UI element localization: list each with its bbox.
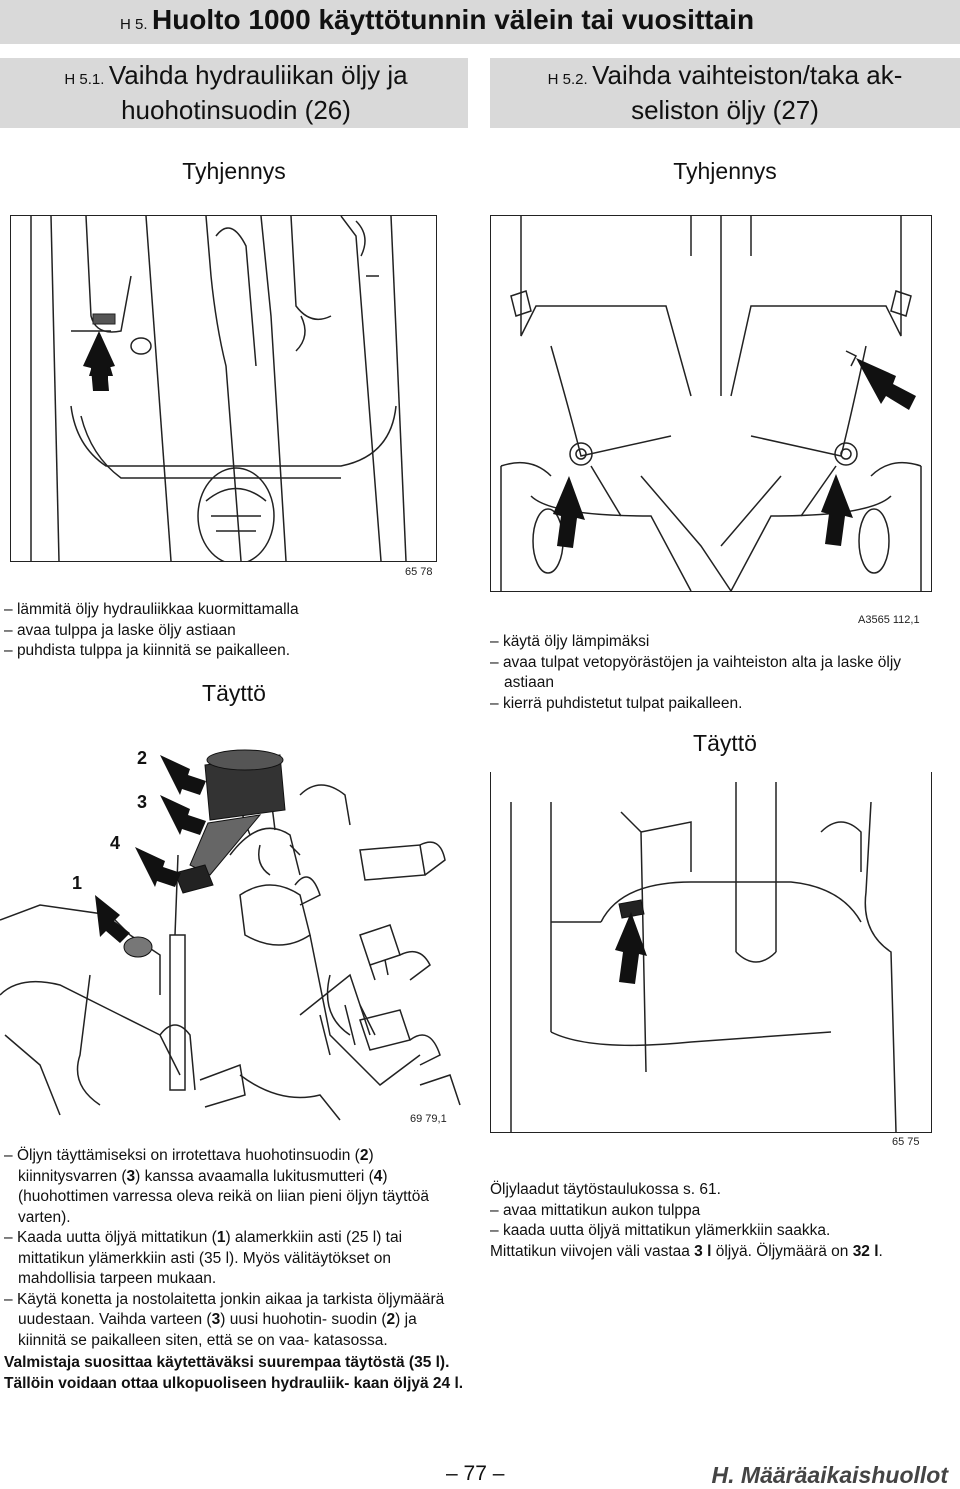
- right-fill-step: – kaada uutta öljyä mittatikun ylämerkki…: [490, 1222, 831, 1239]
- right-section-bar: [490, 58, 960, 128]
- right-section-prefix: H 5.2.: [547, 71, 588, 88]
- hydraulic-fill-illustration: 2 3 4 1: [0, 735, 470, 1125]
- left-drain-fig-code: 65 78: [405, 566, 433, 578]
- right-drain-steps: – käytä öljy lämpimäksi – avaa tulpat ve…: [490, 632, 945, 714]
- text: ) uusi huohotin- suodin (: [220, 1311, 387, 1328]
- left-drain-steps: – lämmitä öljy hydrauliikkaa kuormittama…: [4, 600, 464, 662]
- page-header-bar: [0, 0, 960, 44]
- left-fill-step: – Öljyn täyttämiseksi on irrotettava huo…: [4, 1147, 429, 1226]
- text: avaa mittatikun aukon tulppa: [502, 1201, 701, 1219]
- dipstick-note: Mittatikun viivojen väli vastaa 3 l öljy…: [490, 1242, 950, 1263]
- page-number: – 77 –: [446, 1462, 505, 1485]
- right-drain-step: – avaa tulpat vetopyörästöjen ja vaihtei…: [490, 653, 902, 692]
- page-title: Huolto 1000 käyttötunnin välein tai vuos…: [151, 4, 755, 35]
- hydraulic-fill-drawing: [0, 749, 461, 1121]
- left-title-line2: huohotinsuodin (26): [121, 95, 351, 125]
- header-prefix: H 5.: [120, 16, 148, 33]
- left-drain-heading: Tyhjennys: [182, 158, 286, 184]
- oil-grades-note: Öljylaadut täytöstaulukossa s. 61.: [490, 1181, 721, 1198]
- right-drain-step-text: käytä öljy lämpimäksi: [502, 633, 650, 650]
- text: Öljyn täyttämiseksi on irrotettava huoho…: [16, 1147, 360, 1164]
- right-section-title: H 5.2. Vaihda vaihteiston/taka ak- selis…: [492, 60, 958, 130]
- text: Käytä konetta ja nostolaitetta jonkin ai…: [16, 1290, 445, 1329]
- page-number-value: 77: [463, 1462, 487, 1485]
- left-fill-fig-code: 69 79,1: [410, 1113, 447, 1125]
- right-fill-text: Öljylaadut täytöstaulukossa s. 61. – ava…: [490, 1180, 950, 1262]
- volume: 3 l: [694, 1242, 712, 1260]
- left-title-line1: Vaihda hydrauliikan öljy ja: [108, 60, 408, 90]
- transmission-drain-drawing: [500, 216, 922, 591]
- left-section-bar: [0, 58, 468, 128]
- text: ) kiinnitysvarren (: [18, 1147, 374, 1185]
- transmission-drain-illustration: [490, 215, 932, 592]
- left-fill-steps: – Öljyn täyttämiseksi on irrotettava huo…: [4, 1146, 464, 1394]
- transmission-fill-drawing: [510, 782, 897, 1132]
- text: Mittatikun viivojen väli vastaa: [490, 1242, 695, 1260]
- right-drain-step-text: kierrä puhdistetut tulpat paikalleen.: [502, 694, 743, 712]
- callout-2: 2: [136, 748, 147, 768]
- callout-4: 4: [109, 833, 120, 853]
- right-title-line1: Vaihda vaihteiston/taka ak-: [592, 60, 903, 90]
- left-drain-step-text: puhdista tulppa ja kiinnitä se paikallee…: [16, 642, 291, 659]
- left-section-title: H 5.1. Vaihda hydrauliikan öljy ja huoho…: [6, 60, 466, 130]
- callout-3: 3: [136, 792, 147, 812]
- left-drain-step: – lämmitä öljy hydrauliikkaa kuormittama…: [4, 601, 299, 618]
- ref-number: 2: [359, 1147, 369, 1164]
- right-drain-heading: Tyhjennys: [673, 158, 777, 184]
- recommendation: Valmistaja suosittaa käytettäväksi suure…: [4, 1354, 464, 1392]
- right-drain-step: – käytä öljy lämpimäksi: [490, 633, 650, 650]
- hydraulic-drain-drawing: [30, 216, 407, 561]
- right-fill-heading: Täyttö: [693, 730, 757, 756]
- text: öljyä. Öljymäärä on: [711, 1242, 853, 1260]
- left-fill-step: – Kaada uutta öljyä mittatikun (1) alame…: [4, 1229, 403, 1287]
- hydraulic-drain-illustration: [10, 215, 437, 562]
- right-drain-fig-code: A3565 112,1: [858, 614, 920, 626]
- left-fill-heading: Täyttö: [202, 680, 266, 706]
- right-drain-step: – kierrä puhdistetut tulpat paikalleen.: [490, 694, 743, 712]
- right-drain-step-text: avaa tulpat vetopyörästöjen ja vaihteist…: [502, 653, 902, 692]
- text: ) kanssa avaamalla lukitusmutteri (: [135, 1167, 374, 1185]
- ref-number: 3: [211, 1311, 221, 1328]
- ref-number: 3: [126, 1167, 136, 1185]
- ref-number: 1: [216, 1229, 226, 1246]
- page-header: H 5. Huolto 1000 käyttötunnin välein tai…: [120, 4, 754, 36]
- volume: 32 l: [852, 1242, 879, 1260]
- text: ) (huohottimen varressa oleva reikä on l…: [18, 1167, 429, 1226]
- right-fill-step: – avaa mittatikun aukon tulppa: [490, 1201, 701, 1219]
- left-section-prefix: H 5.1.: [64, 71, 105, 88]
- transmission-fill-illustration: [490, 772, 932, 1133]
- callout-1: 1: [71, 873, 82, 893]
- text: .: [878, 1242, 883, 1260]
- text: kaada uutta öljyä mittatikun ylämerkkiin…: [502, 1222, 831, 1239]
- left-drain-step: – puhdista tulppa ja kiinnitä se paikall…: [4, 642, 291, 659]
- footer-section: H. Määräaikaishuollot: [711, 1462, 948, 1488]
- left-drain-step-text: lämmitä öljy hydrauliikkaa kuormittamall…: [16, 601, 299, 618]
- left-fill-step: – Käytä konetta ja nostolaitetta jonkin …: [4, 1290, 445, 1349]
- text: ) ja kiinnitä se paikalleen siten, että …: [18, 1311, 417, 1349]
- right-fill-fig-code: 65 75: [892, 1136, 920, 1148]
- text: ) alamerkkiin asti (25 l) tai mittatikun…: [18, 1229, 403, 1287]
- left-drain-step: – avaa tulppa ja laske öljy astiaan: [4, 621, 236, 639]
- right-title-line2: seliston öljy (27): [631, 95, 819, 125]
- ref-number: 4: [373, 1167, 383, 1185]
- text: Kaada uutta öljyä mittatikun (: [16, 1229, 217, 1246]
- left-drain-step-text: avaa tulppa ja laske öljy astiaan: [16, 621, 236, 639]
- ref-number: 2: [386, 1311, 396, 1328]
